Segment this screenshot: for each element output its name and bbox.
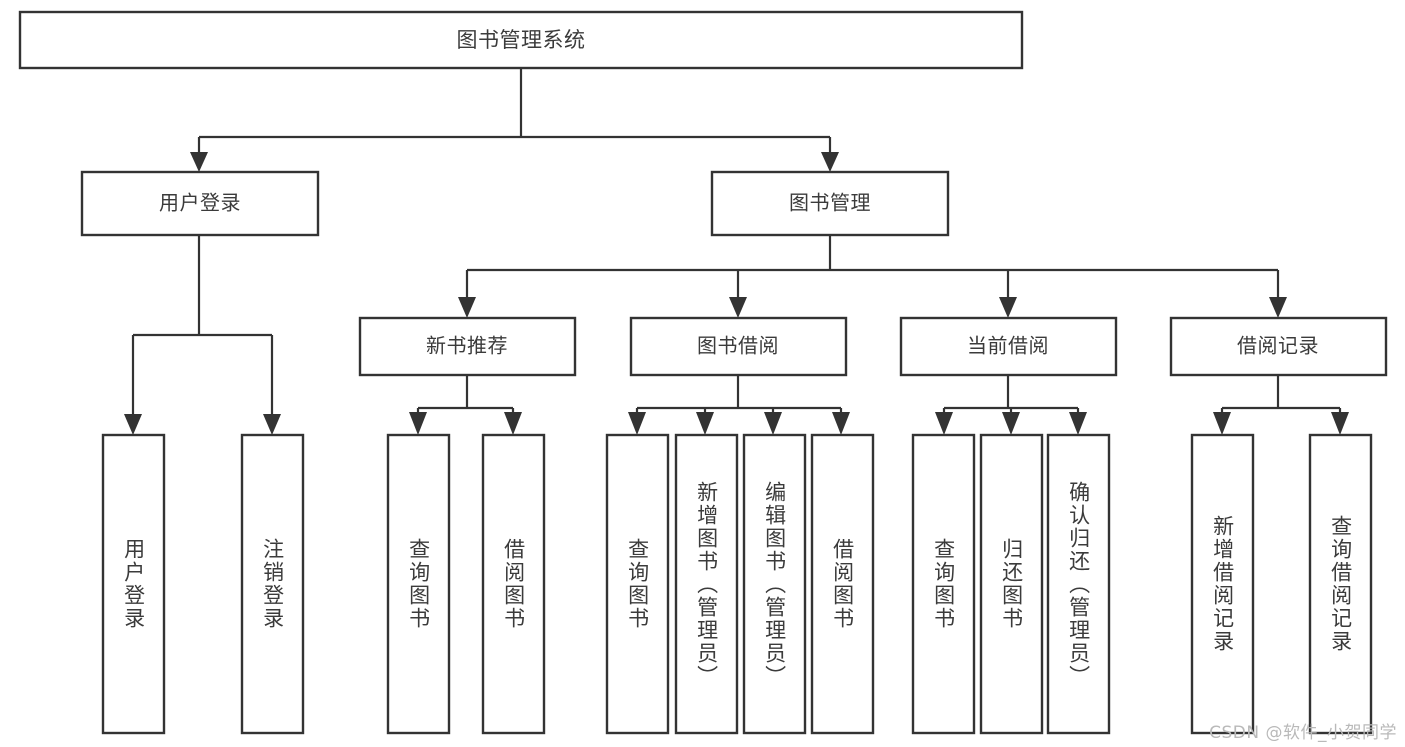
node-book-borrow[interactable]: 图书借阅 <box>629 316 848 377</box>
node-book-borrow-label: 图书借阅 <box>697 334 779 358</box>
leaf-box-book-borrow-3[interactable] <box>810 433 875 735</box>
arrow-down-icon <box>832 412 850 435</box>
arrow-down-icon <box>1213 412 1231 435</box>
arrow-down-icon <box>935 412 953 435</box>
connector-current-borrow-to-leaves <box>935 375 1087 435</box>
arrow-down-icon <box>821 152 839 172</box>
connector-new-book-to-leaves <box>409 375 522 435</box>
node-root[interactable]: 图书管理系统 <box>18 10 1024 70</box>
connector-book-borrow-to-leaves <box>628 375 850 435</box>
node-current-borrow-box[interactable] <box>899 316 1118 377</box>
arrow-down-icon <box>124 414 142 435</box>
leaf-box-new-book-1[interactable] <box>481 433 546 735</box>
leaf-box-book-borrow-1[interactable] <box>674 433 739 735</box>
connector-user-login-to-leaves <box>124 235 281 435</box>
watermark-text: CSDN @软件_小贺同学 <box>1209 723 1397 743</box>
arrow-down-icon <box>409 412 427 435</box>
node-book-manage[interactable]: 图书管理 <box>710 170 950 237</box>
node-root-label: 图书管理系统 <box>457 28 586 52</box>
arrow-down-icon <box>628 412 646 435</box>
arrow-down-icon <box>696 412 714 435</box>
connector-root-to-level2 <box>190 68 839 172</box>
leaf-box-current-borrow-2[interactable] <box>1046 433 1111 735</box>
leaf-box-current-borrow-1[interactable] <box>979 433 1044 735</box>
connector-book-manage-to-level3 <box>458 235 1287 318</box>
arrow-down-icon <box>1002 412 1020 435</box>
leaf-box-borrow-record-0[interactable] <box>1190 433 1255 735</box>
arrow-down-icon <box>263 414 281 435</box>
node-new-book-recommend[interactable]: 新书推荐 <box>358 316 577 377</box>
node-borrow-record-box[interactable] <box>1169 316 1388 377</box>
connector-borrow-record-to-leaves <box>1213 375 1349 435</box>
arrow-down-icon <box>729 297 747 318</box>
arrow-down-icon <box>190 152 208 172</box>
node-new-book-recommend-box[interactable] <box>358 316 577 377</box>
node-borrow-record-label: 借阅记录 <box>1237 334 1319 358</box>
node-user-login[interactable]: 用户登录 <box>80 170 320 237</box>
leaf-box-new-book-0[interactable] <box>386 433 451 735</box>
arrow-down-icon <box>504 412 522 435</box>
arrow-down-icon <box>458 297 476 318</box>
leaf-box-book-borrow-0[interactable] <box>605 433 670 735</box>
node-book-manage-box[interactable] <box>710 170 950 237</box>
node-book-borrow-box[interactable] <box>629 316 848 377</box>
arrow-down-icon <box>764 412 782 435</box>
arrow-down-icon <box>999 297 1017 318</box>
leaf-box-current-borrow-0[interactable] <box>911 433 976 735</box>
arrow-down-icon <box>1069 412 1087 435</box>
node-user-login-box[interactable] <box>80 170 320 237</box>
arrow-down-icon <box>1331 412 1349 435</box>
leaf-box-user-login-1[interactable] <box>240 433 305 735</box>
node-current-borrow-label: 当前借阅 <box>967 334 1049 358</box>
leaf-box-user-login-0[interactable] <box>101 433 166 735</box>
node-user-login-label: 用户登录 <box>159 191 241 215</box>
leaf-box-borrow-record-1[interactable] <box>1308 433 1373 735</box>
node-root-box[interactable] <box>18 10 1024 70</box>
node-current-borrow[interactable]: 当前借阅 <box>899 316 1118 377</box>
leaf-box-book-borrow-2[interactable] <box>742 433 807 735</box>
arrow-down-icon <box>1269 297 1287 318</box>
node-new-book-recommend-label: 新书推荐 <box>426 334 508 358</box>
node-borrow-record[interactable]: 借阅记录 <box>1169 316 1388 377</box>
node-book-manage-label: 图书管理 <box>789 191 871 215</box>
